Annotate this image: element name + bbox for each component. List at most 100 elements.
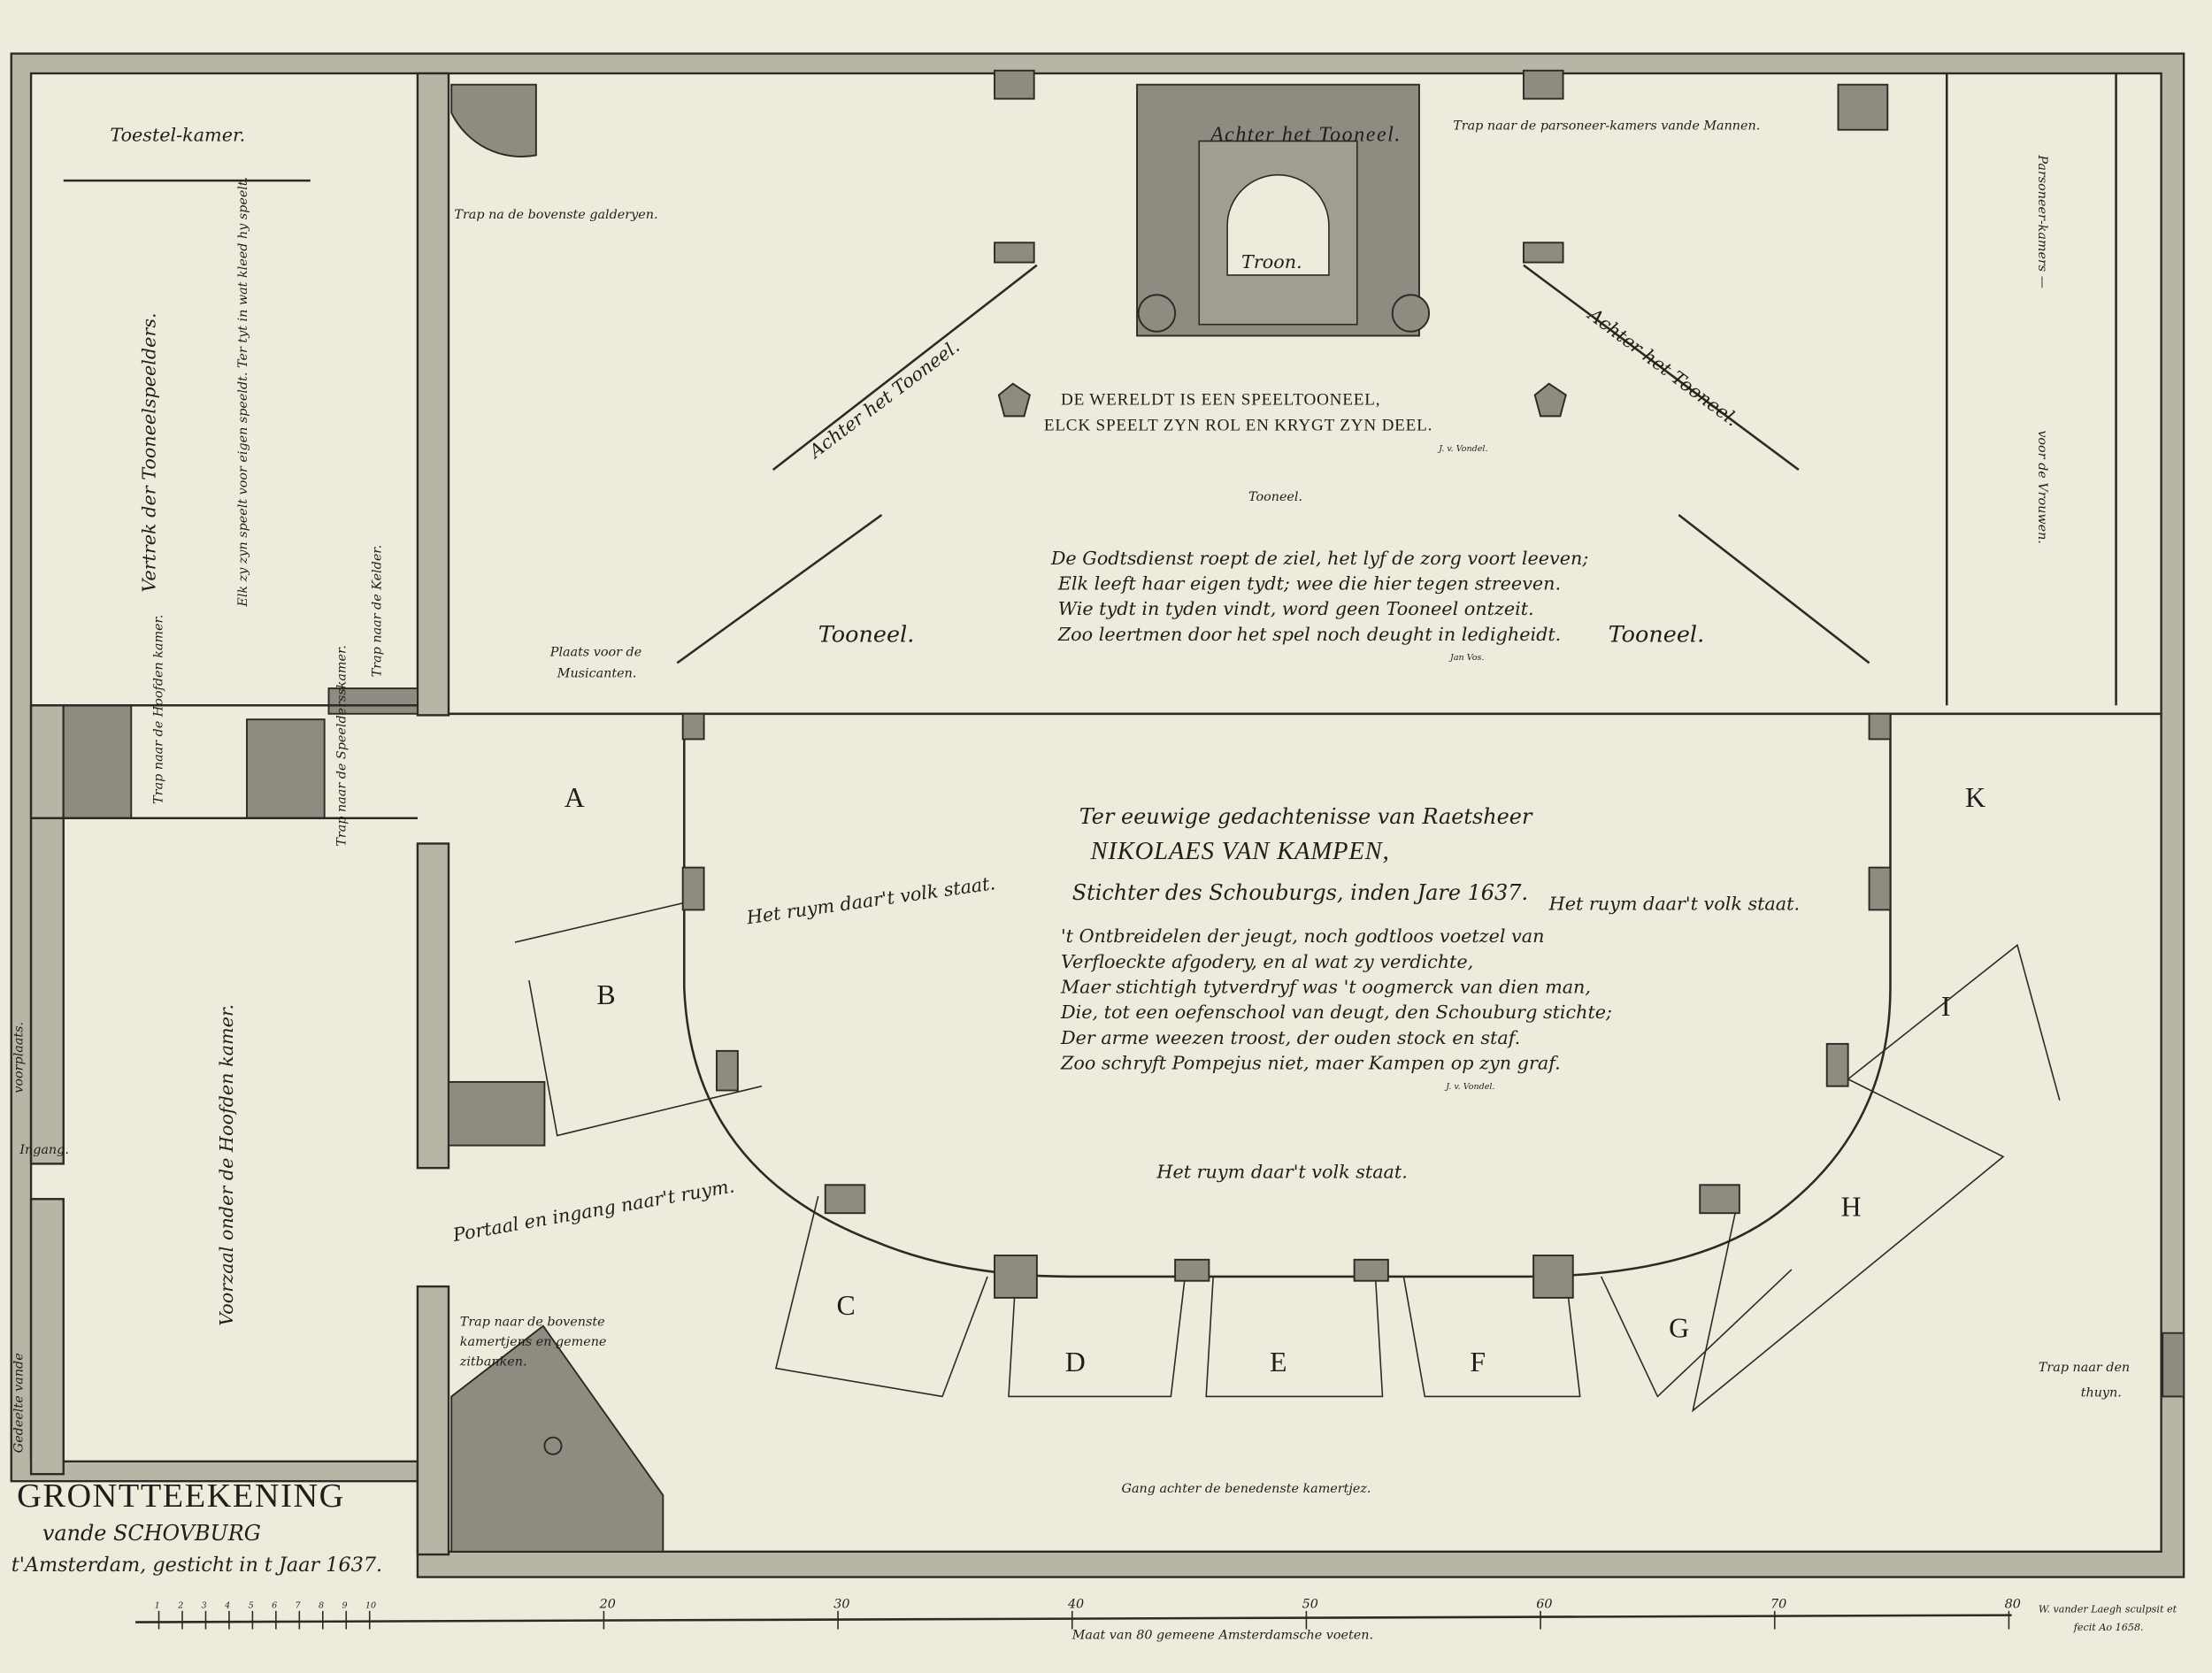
label-trap-hoofden: Trap naar de Hoofden kamer. [151,615,165,804]
wing-left [772,264,1038,471]
scale-tick-label: 6 [272,1601,277,1611]
label-ruym-bottom: Het ruym daar't volk staat. [1156,1161,1407,1182]
wall-voorplaats [29,704,65,1165]
scale-tick-label: 9 [342,1601,347,1611]
label-trap-bovenste-1: Trap naar de bovenste [460,1316,605,1330]
scale-tick-label: 50 [1302,1598,1318,1612]
svg-text:C: C [836,1290,855,1321]
kelder-stair [327,687,419,715]
svg-text:Der arme weezen troost, der ou: Der arme weezen troost, der ouden stock … [1060,1027,1520,1048]
label-achter-tooneel: Achter het Tooneel. [1209,123,1402,146]
label-gedeelte: Gedeelte vande [12,1353,27,1453]
motto-author: J. v. Vondel. [1437,444,1487,454]
title-line-2: vande SCHOVBURG [42,1521,261,1546]
label-voorzaal: Voorzaal onder de Hoofden kamer. [216,1004,237,1326]
svg-text:De Godtsdienst roept de ziel,: De Godtsdienst roept de ziel, het lyf de… [1050,548,1589,569]
wall-gedeelte [29,1198,65,1476]
svg-text:Verfloeckte afgodery, en al wa: Verfloeckte afgodery, en al wat zy verdi… [1061,951,1473,972]
dedication-line-3: Stichter des Schouburgs, inden Jare 1637… [1072,880,1528,905]
svg-text:Zoo schryft Pompejus niet, mae: Zoo schryft Pompejus niet, maer Kampen o… [1060,1053,1561,1074]
label-trap-bovenste-2: kamertjens en gemene [460,1335,607,1349]
pillar [1522,242,1564,264]
label-troon: Troon. [1241,251,1302,272]
svg-text:E: E [1270,1347,1286,1378]
signature-line-2: fecit Ao 1658. [2073,1622,2144,1633]
svg-text:H: H [1841,1191,1862,1222]
poem-vondel: 't Ontbreidelen der jeugt, noch godtloos… [1060,925,1612,1092]
label-ingang: Ingang. [19,1143,69,1157]
box-letters: A B C D E F G H I K [565,782,1985,1378]
label-musicanten-1: Plaats voor de [549,645,641,659]
scale-tick-label: 7 [296,1601,302,1611]
label-portaal: Portaal en ingang naar't ruym. [450,1175,736,1246]
svg-text:A: A [565,782,585,813]
title-main: GRONTTEEKENING [17,1477,345,1515]
pillar [994,242,1035,264]
stair-portaal [448,1080,546,1147]
signature-line-1: W. vander Laegh sculpsit et [2039,1603,2177,1615]
wing-left-lower [676,513,883,664]
auditorium-outline [683,713,1892,1278]
scale-tick-label: 5 [249,1601,254,1611]
label-trap-mannen: Trap naar de parsoneer-kamers vande Mann… [1453,119,1760,134]
label-trap-speelders: Trap naar de Speeldersskamer. [335,645,349,846]
label-voorplaats: voorplaats. [12,1022,27,1094]
pillar [994,69,1035,100]
label-achter-tooneel-right: Achter het Tooneel. [1583,303,1742,430]
wing-right-lower [1678,513,1870,664]
svg-text:Maer stichtigh tytverdryf was: Maer stichtigh tytverdryf was 't oogmerc… [1060,976,1591,997]
stair-mannen [1837,83,1889,131]
wall-left-upper [416,72,450,717]
stair-newel [543,1436,563,1455]
column [1391,294,1431,333]
label-vertrek-motto: Elk zy zyn speelt voor eigen speeldt. Te… [236,177,250,608]
scale-tick-label: 1 [155,1601,160,1611]
scale-tick-label: 8 [319,1601,324,1611]
stair-hoofden [62,704,133,819]
svg-text:D: D [1065,1347,1086,1378]
svg-text:Wie tydt in tyden vindt, word: Wie tydt in tyden vindt, word geen Toone… [1058,598,1534,619]
svg-text:Elk leeft haar eigen tydt; wee: Elk leeft haar eigen tydt; wee die hier … [1057,572,1561,594]
lamp [1533,382,1567,418]
label-trap-bovenste-3: zitbanken. [459,1355,527,1369]
label-voor-vrouwen: voor de Vrouwen. [2035,430,2049,544]
svg-text:Zoo leertmen door het spel noc: Zoo leertmen door het spel noch deught i… [1057,624,1561,645]
stair-speelders [246,718,326,819]
throne [1226,174,1330,276]
label-trap-thuyn-2: thuyn. [2081,1385,2122,1400]
dedication-name: NIKOLAES VAN KAMPEN, [1089,837,1389,865]
svg-text:F: F [1470,1347,1486,1378]
scale-tick-label: 20 [599,1598,616,1612]
svg-text:Jan Vos.: Jan Vos. [1448,653,1484,663]
scale-tick-label: 60 [1536,1598,1552,1612]
box-partitions [514,902,2061,1413]
svg-text:G: G [1669,1313,1689,1344]
svg-text:I: I [1941,991,1951,1022]
scale-tick-label: 4 [224,1601,230,1611]
scale-tick-label: 10 [365,1601,376,1611]
scale-tick-label: 2 [177,1601,183,1611]
scale-tick-label: 80 [2005,1598,2021,1612]
label-musicanten-2: Musicanten. [557,666,637,680]
label-trap-thuyn-1: Trap naar den [2039,1361,2130,1375]
scale-tick-label: 40 [1067,1598,1084,1612]
label-gang: Gang achter de benedenste kamertjez. [1122,1482,1371,1496]
pillar [1522,69,1564,100]
label-ruym-left: Het ruym daar't volk staat. [744,872,996,928]
svg-text:K: K [1965,782,1985,813]
pillars [681,712,1892,1299]
column [1137,294,1177,333]
poem-vos: De Godtsdienst roept de ziel, het lyf de… [1050,548,1589,663]
scale-label: Maat van 80 gemeene Amsterdamsche voeten… [1071,1629,1373,1643]
label-tooneel-left: Tooneel. [818,621,915,648]
motto-line-2: ELCK SPEELT ZYN ROL EN KRYGT ZYN DEEL. [1044,416,1432,434]
label-trap-galderyen: Trap na de bovenste galderyen. [454,208,657,222]
stair-thuyn [2162,1331,2185,1398]
label-toestel-kamer: Toestel-kamer. [110,124,245,145]
wall-left-middle [416,842,450,1170]
label-achter-tooneel-left: Achter het Tooneel. [804,335,964,463]
svg-text:'t Ontbreidelen der jeugt, noc: 't Ontbreidelen der jeugt, noch godtloos… [1061,925,1544,947]
scale-tick-label: 70 [1770,1598,1786,1612]
